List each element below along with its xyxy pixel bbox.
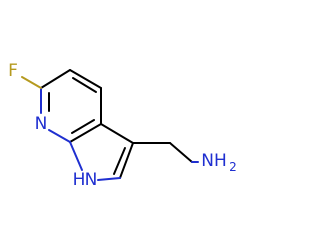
pyridine-nitrogen-label: N (35, 114, 48, 134)
amine-label: NH (201, 151, 227, 171)
bond-c3-c2-inner (113, 147, 126, 175)
pyridine-ring (21, 69, 102, 143)
bond-c5-c4-inner (72, 77, 97, 93)
bond-c5-c4 (69, 69, 102, 89)
fluorine-atom-label: F (8, 61, 18, 81)
pyrrole-nh-label-n: N (85, 170, 98, 190)
bond-c3a-c7a (69, 123, 102, 143)
bond-c7a-n (48, 129, 71, 143)
bond-c3a-c7a-inner (71, 119, 95, 134)
pyrrole-ring (69, 123, 134, 181)
bond-ch2-ch2 (169, 142, 193, 163)
bond-c3a-c3 (100, 123, 134, 144)
ethylamine-chain (132, 142, 199, 163)
bond-c6-f (21, 76, 42, 89)
pyrrole-nh-label-h: H (73, 170, 86, 190)
bond-c6-c5 (40, 69, 71, 89)
bond-c2-nh (97, 177, 121, 181)
bond-nh-c7a (69, 141, 83, 171)
amine-subscript: 2 (229, 160, 237, 174)
bond-c3-c2 (119, 142, 134, 179)
molecule-structure-diagram: F N H N NH 2 (8, 61, 237, 190)
